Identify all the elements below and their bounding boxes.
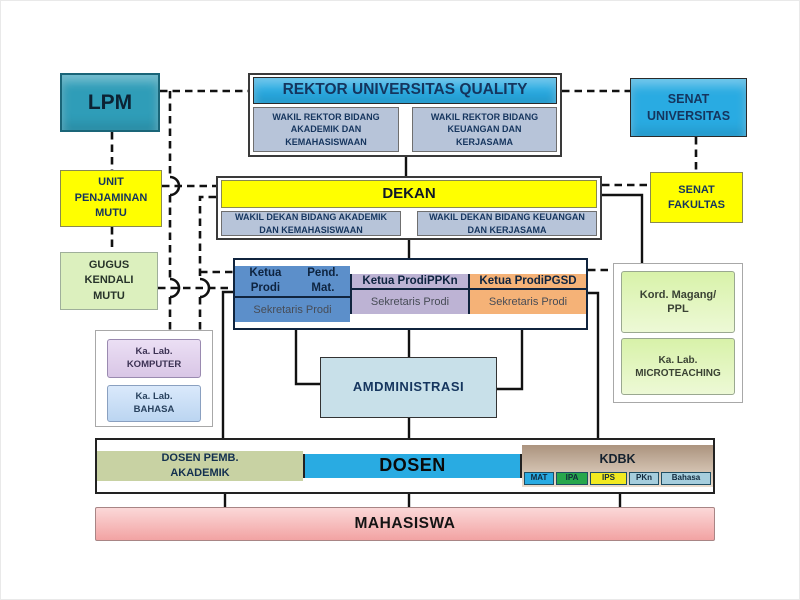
node-rektor: REKTOR UNIVERSITAS QUALITY bbox=[253, 77, 557, 104]
kdbk-group-ips: IPS bbox=[590, 472, 627, 485]
node-dosen-pemb-akademik: DOSEN PEMB. AKADEMIK bbox=[97, 451, 303, 481]
node-ka-lab-bahasa: Ka. Lab. BAHASA bbox=[107, 385, 201, 422]
dosen-row: DOSEN PEMB. AKADEMIK DOSEN KDBK MAT IPA … bbox=[95, 438, 715, 494]
node-senat-universitas: SENAT UNIVERSITAS bbox=[630, 78, 747, 137]
node-ka-lab-komputer: Ka. Lab. KOMPUTER bbox=[107, 339, 201, 378]
kdbk-label: KDBK bbox=[599, 451, 636, 466]
node-kord-magang-ppl: Kord. Magang/ PPL bbox=[621, 271, 735, 333]
node-mahasiswa: MAHASISWA bbox=[95, 507, 715, 541]
kdbk-group-pkn: PKn bbox=[629, 472, 659, 485]
sekretaris-prodi-pend-mat: Sekretaris Prodi bbox=[235, 295, 350, 322]
sekretaris-prodi-pgsd: Sekretaris Prodi bbox=[470, 288, 586, 314]
sekretaris-prodi-ppkn: Sekretaris Prodi bbox=[352, 288, 468, 314]
node-wakil-rektor-akademik: WAKIL REKTOR BIDANG AKADEMIK DAN KEMAHAS… bbox=[253, 107, 399, 152]
line-hop-arcs bbox=[169, 175, 211, 299]
solid-connectors bbox=[221, 104, 644, 507]
dashed-connectors bbox=[110, 89, 698, 330]
node-gugus-kendali-mutu: GUGUS KENDALI MUTU bbox=[60, 252, 158, 310]
kdbk-group-ipa: IPA bbox=[556, 472, 588, 485]
node-ka-lab-microteaching: Ka. Lab. MICROTEACHING bbox=[621, 338, 735, 395]
node-dosen: DOSEN bbox=[303, 454, 522, 478]
node-unit-penjaminan-mutu: UNIT PENJAMINAN MUTU bbox=[60, 170, 162, 227]
node-senat-fakultas: SENAT FAKULTAS bbox=[650, 172, 743, 223]
node-wakil-rektor-keuangan: WAKIL REKTOR BIDANG KEUANGAN DAN KERJASA… bbox=[412, 107, 557, 152]
node-lpm: LPM bbox=[60, 73, 160, 132]
node-administrasi: AMDMINISTRASI bbox=[320, 357, 497, 418]
node-wakil-dekan-akademik: WAKIL DEKAN BIDANG AKADEMIK DAN KEMAHASI… bbox=[221, 211, 401, 236]
node-wakil-dekan-keuangan: WAKIL DEKAN BIDANG KEUANGAN DAN KERJASAM… bbox=[417, 211, 597, 236]
kdbk-groups: MAT IPA IPS PKn Bahasa bbox=[522, 472, 713, 486]
node-dekan: DEKAN bbox=[221, 180, 597, 208]
node-kdbk: KDBK MAT IPA IPS PKn Bahasa bbox=[522, 445, 713, 487]
kdbk-group-bahasa: Bahasa bbox=[661, 472, 711, 485]
kdbk-group-mat: MAT bbox=[524, 472, 554, 485]
